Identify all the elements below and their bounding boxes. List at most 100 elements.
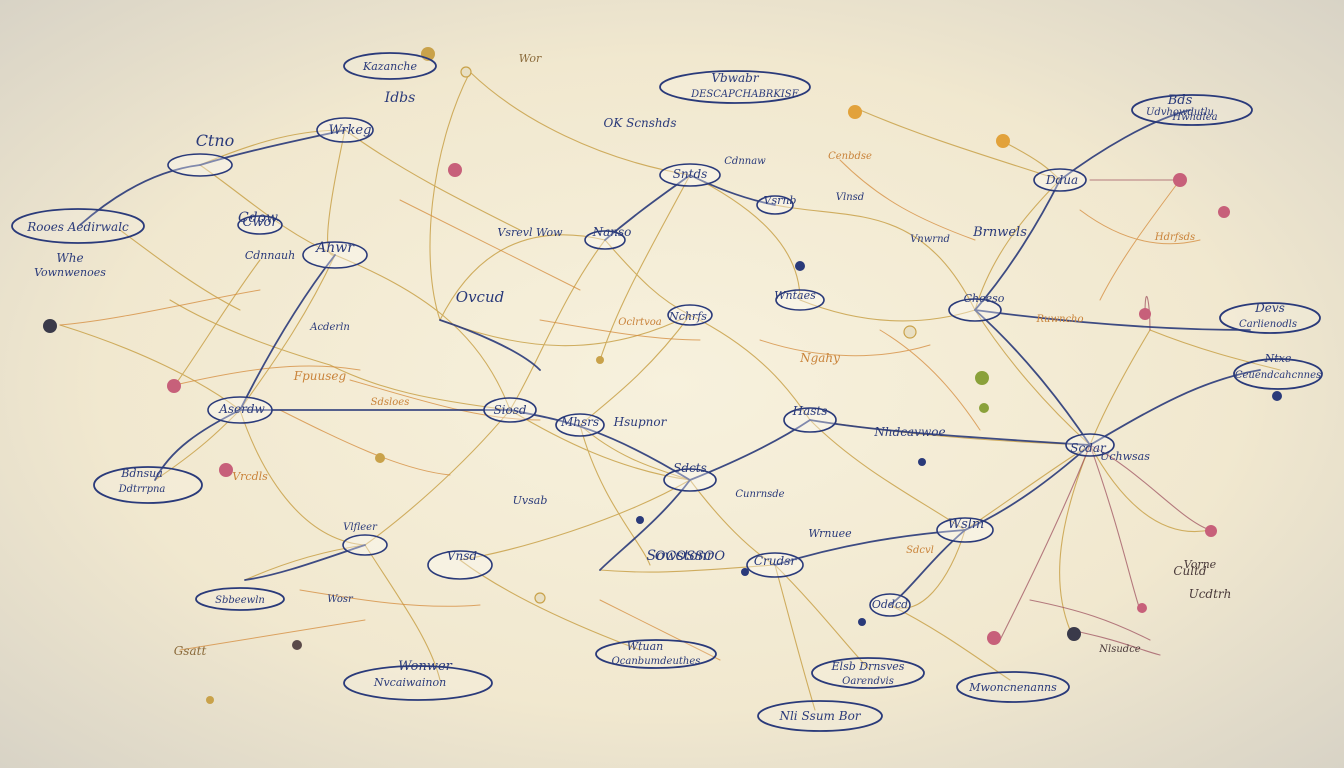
hub-label: Sntds	[673, 167, 708, 181]
hub-label: Mhsrs	[560, 415, 599, 429]
small-label: Vrcdls	[232, 470, 268, 483]
pill-top-left: Kazanche	[343, 52, 437, 80]
hub-label: Ctno	[196, 131, 235, 150]
hub-node: Hasts	[783, 404, 837, 433]
small-label: Fpuuseg	[293, 369, 347, 383]
node-dot	[918, 458, 926, 466]
hub-node: Nchrfs	[667, 304, 713, 326]
hub-node: Sntds	[659, 163, 721, 187]
node-dot	[1272, 391, 1282, 401]
pill-lower-left: Sbbeewln	[195, 587, 285, 611]
small-label: OCOSSOO	[655, 549, 726, 564]
hub-node: Cheeso	[948, 292, 1005, 322]
hub-node: Oddcd	[869, 593, 911, 617]
hub-label: Cdow	[238, 210, 278, 226]
hub-label: Wntaes	[774, 289, 816, 302]
hub-node: Crudsr	[746, 552, 804, 578]
small-label: Oclrtvoa	[618, 317, 661, 328]
pill-label: Rooes Aedirwalc	[26, 220, 129, 234]
small-label: Sdsloes	[371, 397, 410, 408]
node-dot	[219, 463, 233, 477]
small-label: Vsrevl Wow	[497, 226, 563, 239]
node-dot	[534, 592, 546, 604]
pill-sublabel: Hwhdlea	[1171, 112, 1217, 123]
small-label: OK Scnshds	[603, 116, 676, 130]
node-dot	[292, 640, 302, 650]
pill-left-stack: Whe Vownwenoes	[34, 251, 106, 279]
node-dot	[596, 356, 604, 364]
small-label: Ovcud	[456, 288, 504, 306]
hub-label: Siosd	[493, 403, 526, 417]
small-label: Ruwncho	[1035, 314, 1083, 325]
pill-nodes: Kazanche Vbwabr DESCAPCHABRKISE Bds Hwhd…	[11, 52, 1323, 732]
small-label: Cdnnaw	[724, 156, 766, 167]
small-label: Vlfleer	[343, 522, 378, 533]
small-label: Cdnnauh	[245, 249, 295, 262]
pill-sublabel: Oarendvis	[842, 676, 894, 687]
node-dot	[858, 618, 866, 626]
hub-label: Nanso	[592, 225, 632, 239]
pill-far-left: Bdnsua Ddtrrpna	[93, 466, 203, 504]
node-dot	[975, 371, 989, 385]
pill-label: Bdnsua	[120, 467, 163, 480]
pill-bottom-right: Mwoncnenanns	[956, 671, 1070, 703]
pill-label: Elsb Drnsves	[831, 660, 905, 673]
hub-node: Nanso	[584, 225, 632, 250]
hub-label: Vsrnb	[764, 194, 797, 207]
node-dot	[636, 516, 644, 524]
hub-label: Wrkeg	[329, 123, 372, 138]
pill-bottom-center-left: Wtuan Ocanbumdeuthes	[595, 639, 717, 669]
pill-label: Devs	[1254, 301, 1285, 315]
hub-label: Ahwr	[314, 240, 355, 256]
small-label: Vlnsd	[836, 192, 864, 203]
hub-node	[342, 534, 388, 556]
small-label: Hsupnor	[613, 415, 668, 429]
pill-sublabel: Ddtrrpna	[118, 484, 166, 495]
hub-node: Siosd	[483, 397, 537, 423]
node-dot	[375, 453, 385, 463]
hub-label: Ddua	[1045, 173, 1078, 187]
small-label: Sdcvl	[906, 545, 934, 556]
hub-node: Ddua	[1033, 168, 1087, 192]
hub-label: Crudsr	[754, 554, 797, 568]
hub-label: Aserdw	[218, 402, 265, 416]
label-bottom-center: Sowstonr	[647, 548, 715, 564]
pill-top-right: Bds Hwhdlea	[1131, 93, 1253, 126]
small-label: Uchwsas	[1100, 450, 1150, 463]
hub-label: Nchrfs	[668, 310, 707, 323]
small-label: Cunrnsde	[735, 489, 784, 500]
label-lower-right-a: Cultd	[1173, 564, 1207, 578]
small-label: Wosr	[327, 594, 354, 605]
small-label: Uvsab	[513, 494, 548, 507]
pill-sublabel: Ocanbumdeuthes	[612, 656, 701, 667]
small-label: Hdrfsds	[1154, 232, 1195, 243]
hub-node: Scdar	[1065, 433, 1115, 457]
node-dot	[987, 631, 1001, 645]
hub-node: Wntaes	[774, 289, 825, 311]
pill-label: Whe	[56, 251, 83, 265]
node-dot	[1205, 525, 1217, 537]
pill-bottom-center-right: Elsb Drnsves Oarendvis	[811, 657, 925, 689]
hub-label: Oddcd	[872, 598, 908, 611]
pill-label: Sbbeewln	[215, 595, 265, 606]
node-dot	[741, 568, 749, 576]
hub-label: Cheeso	[964, 292, 1005, 305]
label-lower-right-b: Ucdtrh	[1189, 587, 1232, 601]
pill-label: Vbwabr	[711, 71, 759, 85]
node-dot	[43, 319, 57, 333]
small-label: Ngahy	[799, 351, 840, 365]
hub-node: Cdow	[237, 210, 283, 235]
small-label: Cwor	[242, 215, 278, 230]
pill-sublabel: DESCAPCHABRKISE	[690, 89, 800, 100]
pill-bottom-left: Wonwer Nvcaiwainon	[343, 659, 493, 701]
node-dot	[1218, 206, 1230, 218]
node-dot	[1173, 173, 1187, 187]
pill-top-center: Vbwabr DESCAPCHABRKISE	[659, 70, 811, 104]
pill-right-a: Devs Carlienodls	[1219, 301, 1321, 334]
hub-label: Vnsd	[447, 549, 478, 563]
node-dot	[460, 66, 472, 78]
node-dot	[903, 325, 917, 339]
node-dot	[448, 163, 462, 177]
pill-sublabel: Nvcaiwainon	[373, 676, 446, 689]
terminal-dots	[43, 47, 1282, 704]
